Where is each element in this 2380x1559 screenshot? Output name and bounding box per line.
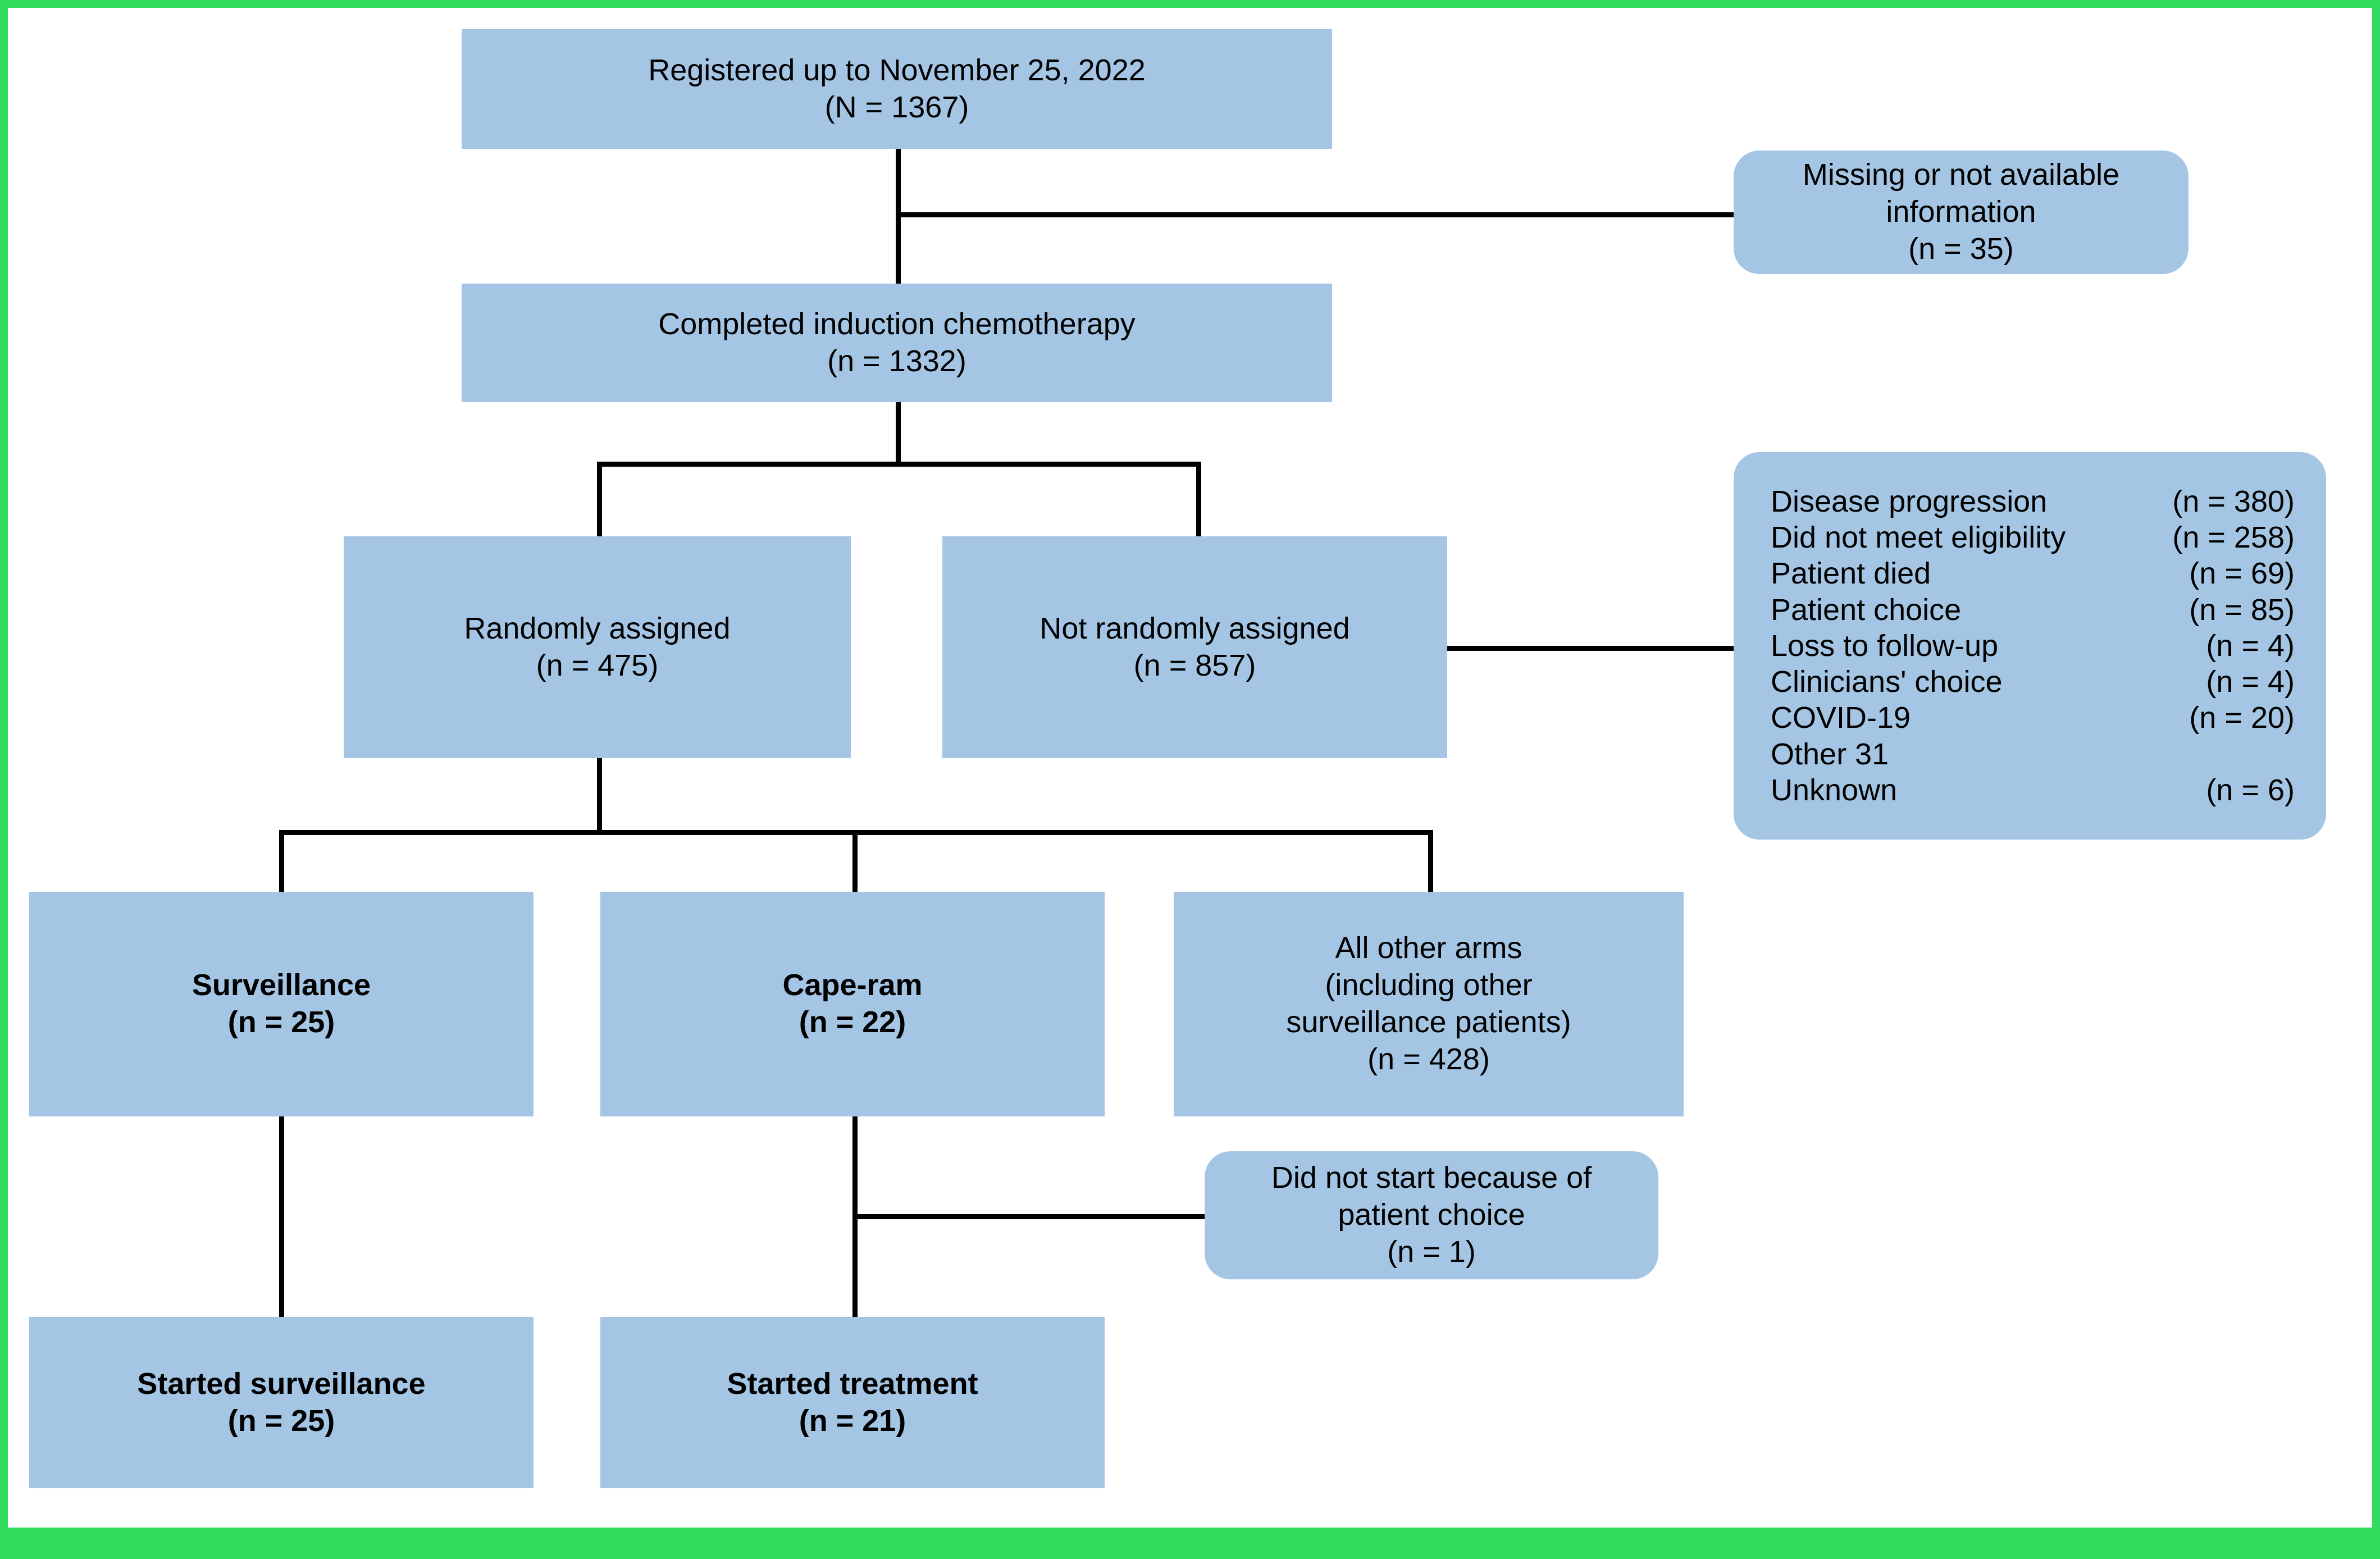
node-completed-line1: Completed induction chemotherapy [658, 307, 1136, 341]
node-reasons-not-randomized: Disease progression(n = 380)Did not meet… [1734, 452, 2326, 840]
node-all-other-arms: All other arms (including other surveill… [1174, 892, 1684, 1116]
node-missing-line1: Missing or not available [1802, 158, 2120, 192]
reason-row: Patient died (n = 69) [1771, 555, 2295, 591]
reason-count: (n = 4) [2206, 628, 2295, 663]
node-started-surveillance-line1: Started surveillance [137, 1366, 426, 1401]
connector-completed-down [896, 402, 901, 466]
node-surveillance-line1: Surveillance [192, 968, 371, 1002]
reason-count: (n = 6) [2206, 773, 2295, 807]
reason-label: Loss to follow-up [1771, 628, 1999, 663]
node-surveillance: Surveillance (n = 25) [29, 892, 534, 1116]
node-did-not-start-line1: Did not start because of [1271, 1161, 1592, 1195]
node-completed-line2: (n = 1332) [827, 344, 966, 378]
node-started-surveillance-line2: (n = 25) [227, 1403, 335, 1438]
node-not-randomly-assigned: Not randomly assigned (n = 857) [942, 536, 1447, 758]
node-cape-ram-line1: Cape-ram [782, 968, 923, 1002]
connector-down-to-surveillance [279, 830, 284, 894]
node-surveillance-line2: (n = 25) [227, 1005, 335, 1039]
connector-down-to-cape-ram [852, 830, 858, 894]
green-frame-right [2372, 0, 2380, 1559]
reason-count: (n = 69) [2189, 557, 2295, 591]
reason-count: (n = 85) [2189, 592, 2295, 627]
reason-row: Clinicians' choice (n = 4) [1771, 664, 2295, 700]
reason-row: Other 31 [1771, 736, 2295, 772]
reason-label: Patient choice [1771, 592, 1962, 627]
connector-split-bar-randomization [597, 462, 1201, 467]
node-missing-line3: (n = 35) [1908, 231, 2014, 266]
node-started-treatment-line2: (n = 21) [799, 1403, 906, 1438]
connector-down-to-not-randomly-assigned [1196, 462, 1201, 536]
reason-label: Clinicians' choice [1771, 665, 2003, 699]
reason-row: Did not meet eligibility (n = 258) [1771, 519, 2295, 555]
green-frame-top [0, 0, 2380, 8]
reason-label: Patient died [1771, 557, 1931, 591]
connector-randomized-down [597, 758, 602, 834]
connector-down-to-all-other-arms [1428, 830, 1433, 894]
node-completed-induction-chemotherapy: Completed induction chemotherapy (n = 13… [462, 284, 1332, 402]
node-all-other-arms-line1: All other arms [1335, 931, 1522, 965]
node-all-other-arms-line2: (including other [1325, 968, 1533, 1002]
node-started-surveillance: Started surveillance (n = 25) [29, 1317, 534, 1488]
connector-registered-to-missing [896, 212, 1734, 217]
connector-not-randomized-to-reasons [1447, 646, 1734, 651]
node-cape-ram-line2: (n = 22) [799, 1005, 906, 1039]
node-registered: Registered up to November 25, 2022 (N = … [462, 29, 1332, 149]
reason-label: Other 31 [1771, 737, 1889, 771]
node-randomized-line2: (n = 475) [536, 648, 659, 682]
node-missing-information: Missing or not available information (n … [1734, 151, 2188, 274]
node-did-not-start-line3: (n = 1) [1387, 1234, 1476, 1269]
reason-row: Unknown (n = 6) [1771, 772, 2295, 808]
reason-count: (n = 258) [2172, 521, 2295, 555]
node-missing-line2: information [1886, 195, 2036, 229]
node-not-randomized-line1: Not randomly assigned [1039, 611, 1350, 645]
connector-cape-ram-to-did-not-start [852, 1214, 1207, 1219]
connector-surveillance-to-started [279, 1116, 284, 1317]
node-started-treatment-line1: Started treatment [727, 1366, 978, 1401]
reason-count: (n = 380) [2172, 484, 2295, 518]
node-registered-line2: (N = 1367) [824, 90, 969, 124]
reason-label: Unknown [1771, 773, 1898, 807]
reason-row: Loss to follow-up (n = 4) [1771, 628, 2295, 664]
reason-label: Did not meet eligibility [1771, 521, 2066, 555]
green-frame-left [0, 0, 8, 1559]
node-registered-line1: Registered up to November 25, 2022 [648, 53, 1146, 87]
reason-label: COVID-19 [1771, 701, 1911, 735]
reason-count: (n = 20) [2189, 701, 2295, 735]
node-did-not-start-line2: patient choice [1338, 1198, 1525, 1232]
connector-registered-to-completed [896, 149, 901, 292]
connector-down-to-randomly-assigned [597, 462, 602, 536]
reason-row: Disease progression (n = 380) [1771, 484, 2295, 519]
reason-row: Patient choice (n = 85) [1771, 592, 2295, 628]
node-randomly-assigned: Randomly assigned (n = 475) [344, 536, 851, 758]
node-cape-ram: Cape-ram (n = 22) [600, 892, 1105, 1116]
node-all-other-arms-line3: surveillance patients) [1286, 1005, 1571, 1039]
node-all-other-arms-line4: (n = 428) [1367, 1042, 1490, 1076]
node-started-treatment: Started treatment (n = 21) [600, 1317, 1105, 1488]
node-not-randomized-line2: (n = 857) [1133, 648, 1256, 682]
reason-row: COVID-19 (n = 20) [1771, 700, 2295, 736]
reason-label: Disease progression [1771, 484, 2048, 518]
node-randomized-line1: Randomly assigned [464, 611, 731, 645]
node-did-not-start-patient-choice: Did not start because of patient choice … [1205, 1151, 1658, 1279]
green-frame-bottom [0, 1528, 2380, 1559]
reason-count: (n = 4) [2206, 665, 2295, 699]
